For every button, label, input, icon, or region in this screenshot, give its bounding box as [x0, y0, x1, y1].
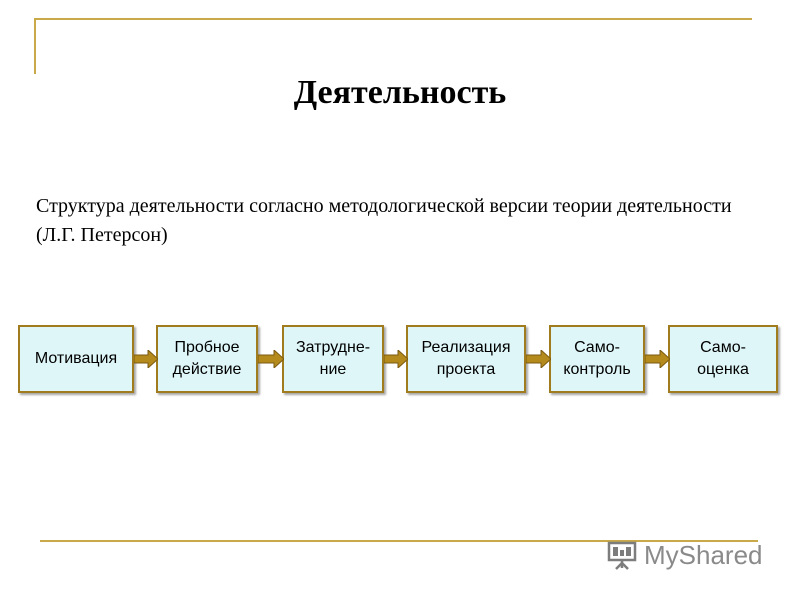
arrow-icon [258, 350, 284, 368]
arrow-icon [384, 350, 408, 368]
myshared-logo: MyShared [606, 538, 763, 572]
arrow-icon [134, 350, 158, 368]
logo-text: MyShared [644, 539, 763, 570]
arrow-icon [645, 350, 670, 368]
page-title: Деятельность [293, 74, 507, 111]
step-project-realization-box: Реализация проекта [406, 325, 526, 393]
arrow-icon [526, 350, 551, 368]
left-frame-line [34, 18, 36, 74]
step-motivation-box: Мотивация [18, 325, 134, 393]
presentation-board-icon [607, 541, 637, 570]
step-self-control-box: Само- контроль [549, 325, 645, 393]
step-self-assessment-box: Само- оценка [668, 325, 778, 393]
subtitle: Структура деятельности согласно методоло… [36, 195, 732, 246]
top-frame-line [34, 18, 752, 20]
bottom-frame-line [40, 540, 758, 542]
step-difficulty-box: Затрудне- ние [282, 325, 384, 393]
step-trial-action-box: Пробное действие [156, 325, 258, 393]
